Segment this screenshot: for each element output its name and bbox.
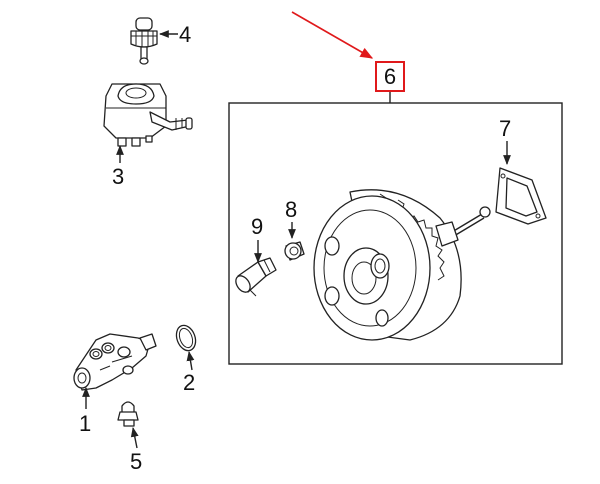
callout-6-highlight-box	[375, 61, 405, 92]
callout-8[interactable]: 8	[285, 197, 297, 222]
reservoir-cap-part	[130, 17, 158, 65]
seal-part	[284, 241, 305, 261]
callout-6[interactable]: 6	[384, 64, 396, 89]
brake-booster-part	[313, 189, 491, 341]
callout-6-group[interactable]: 6	[375, 61, 405, 103]
callout-3[interactable]: 3	[112, 164, 124, 189]
callout-5-leader	[130, 427, 139, 449]
callout-4[interactable]: 4	[179, 22, 191, 47]
fluid-reservoir-part	[103, 83, 193, 147]
brake-booster-assembly-frame	[228, 102, 563, 365]
highlight-arrow	[291, 11, 374, 59]
check-valve-part	[235, 257, 277, 297]
master-cylinder-part	[73, 333, 157, 391]
callout-1[interactable]: 1	[79, 411, 91, 436]
sensor-part	[117, 401, 139, 427]
gasket-part	[495, 167, 547, 225]
callout-2[interactable]: 2	[183, 370, 195, 395]
callout-5[interactable]: 5	[130, 449, 142, 474]
o-ring-part	[175, 324, 197, 352]
callout-2-leader	[186, 351, 195, 371]
callout-7[interactable]: 7	[499, 116, 511, 141]
callout-9[interactable]: 9	[251, 214, 263, 239]
